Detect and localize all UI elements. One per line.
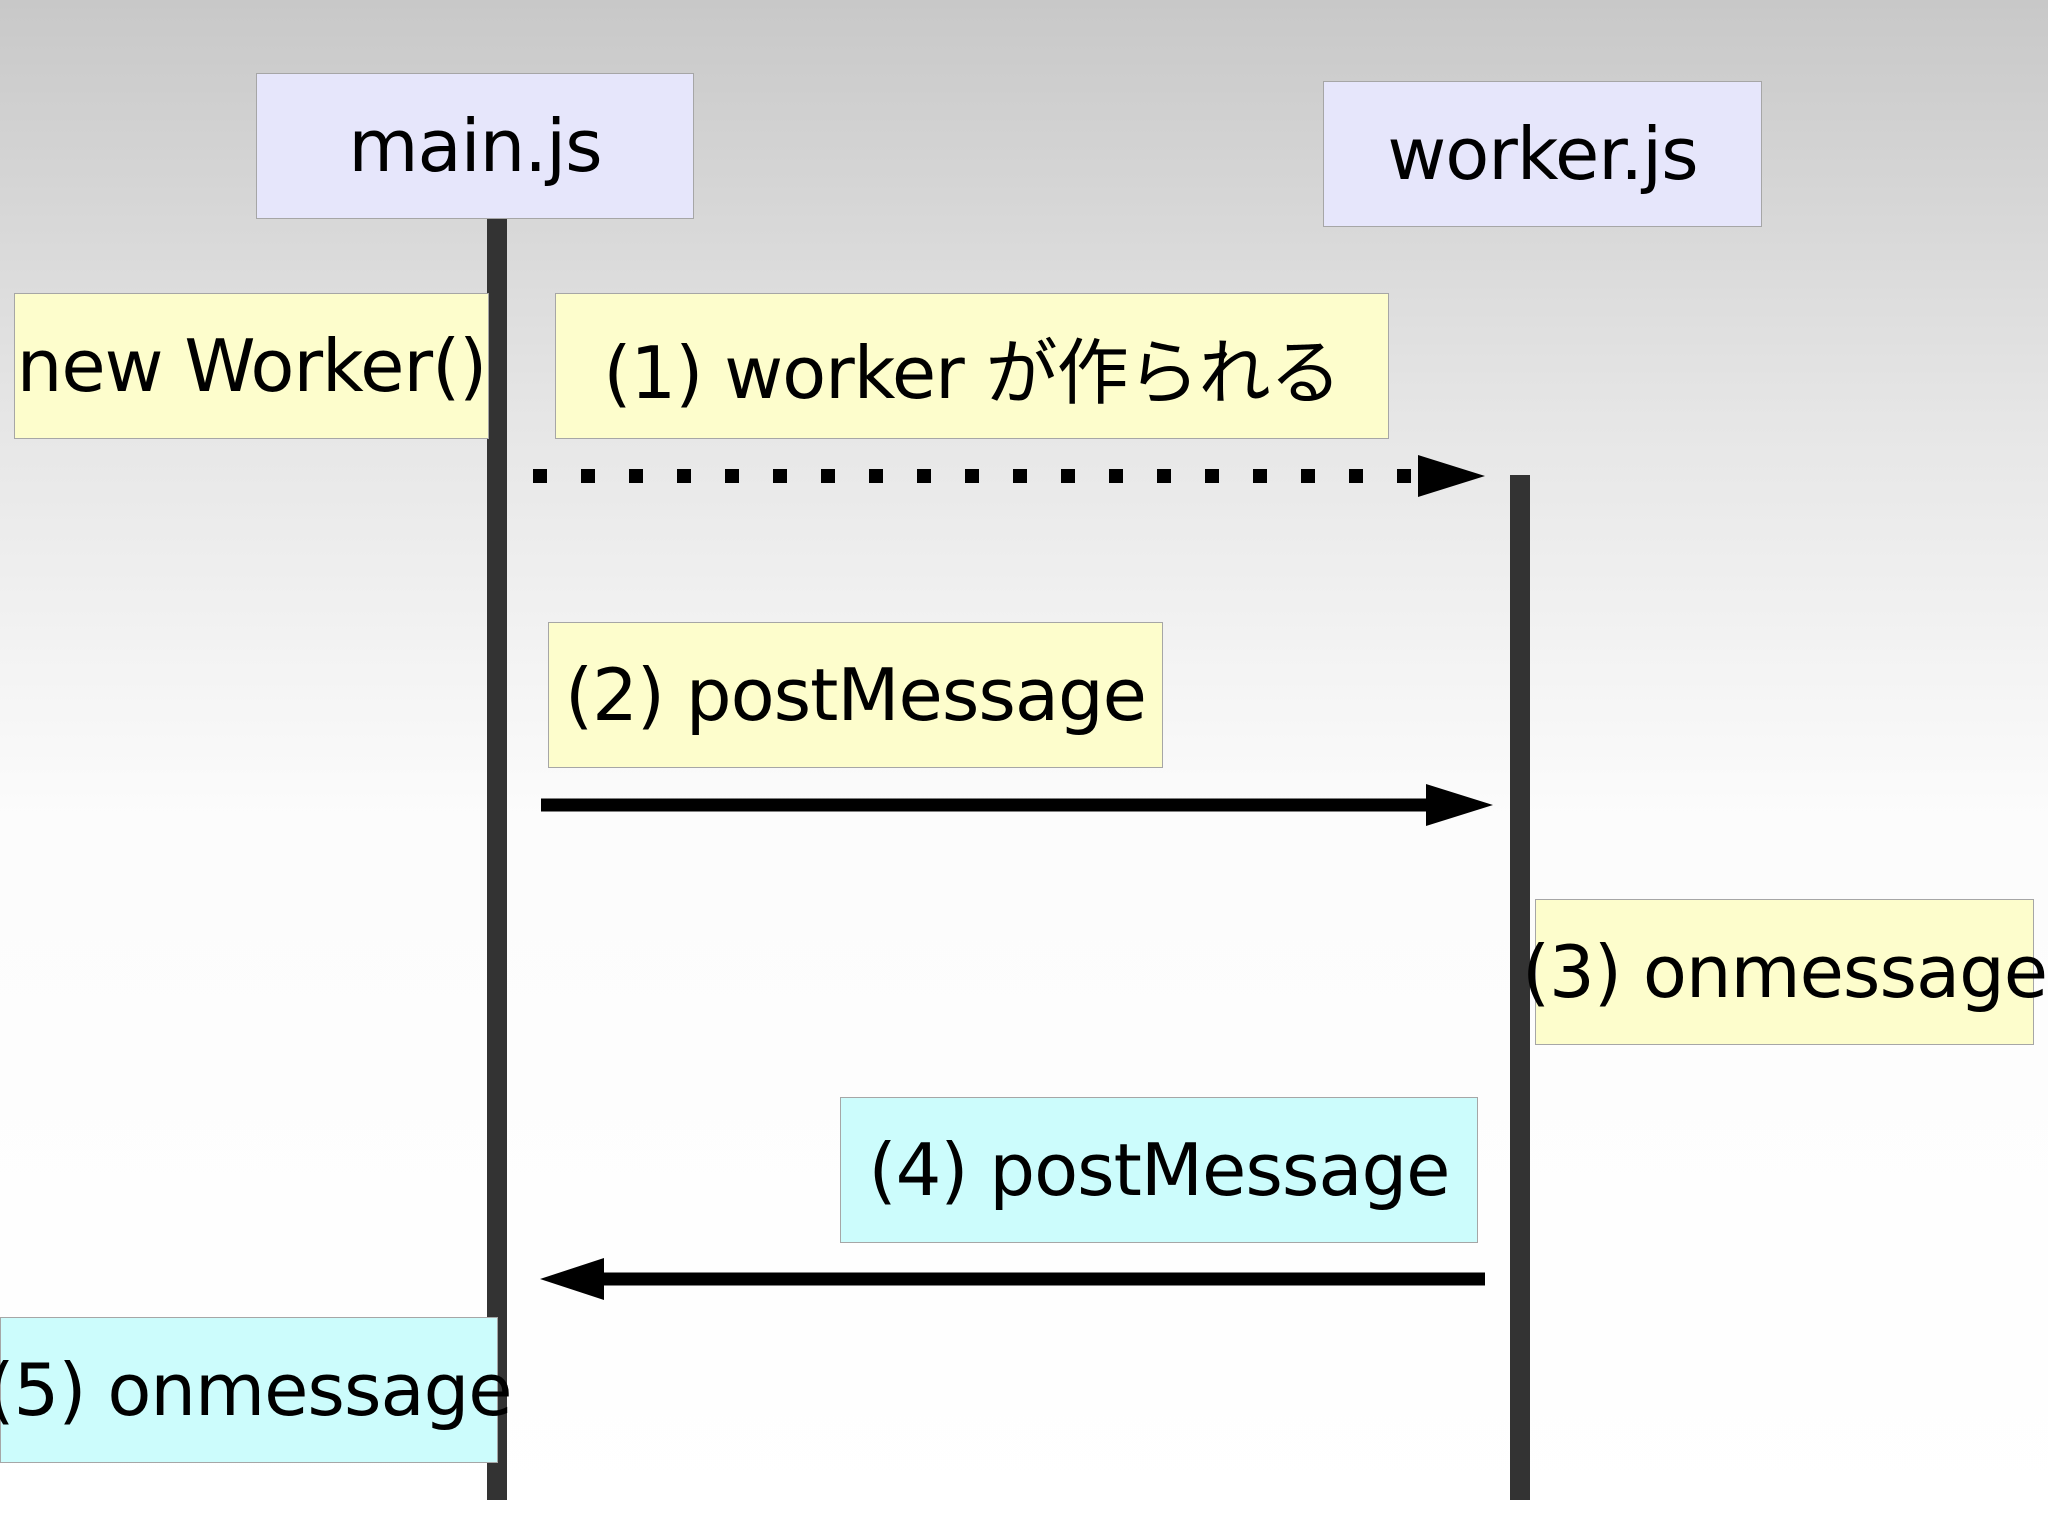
note-step1-label: (1) worker が作られる [603,330,1341,415]
note-step3: (3) onmessage [1522,899,2048,1045]
participant-main: main.js [256,73,694,219]
main-lifeline [487,218,507,1500]
note-step4: (4) postMessage [840,1097,1478,1243]
participant-worker-label: worker.js [1387,112,1698,196]
participant-main-label: main.js [348,104,602,188]
post-message-to-main-head [540,1258,604,1300]
note-new-worker: new Worker() [14,293,489,439]
note-step4-label: (4) postMessage [868,1128,1451,1212]
create-worker-arrow-head [1418,455,1485,497]
note-step2: (2) postMessage [548,622,1163,768]
note-step2-label: (2) postMessage [565,653,1147,737]
note-step5: (5) onmessage [0,1317,513,1463]
note-step3-label: (3) onmessage [1521,930,2048,1014]
note-step5-label: (5) onmessage [0,1348,513,1432]
worker-lifeline [1510,475,1530,1500]
note-new-worker-label: new Worker() [16,324,488,408]
post-message-to-worker-head [1426,784,1493,826]
note-step1: (1) worker が作られる [555,293,1389,439]
participant-worker: worker.js [1323,81,1762,227]
